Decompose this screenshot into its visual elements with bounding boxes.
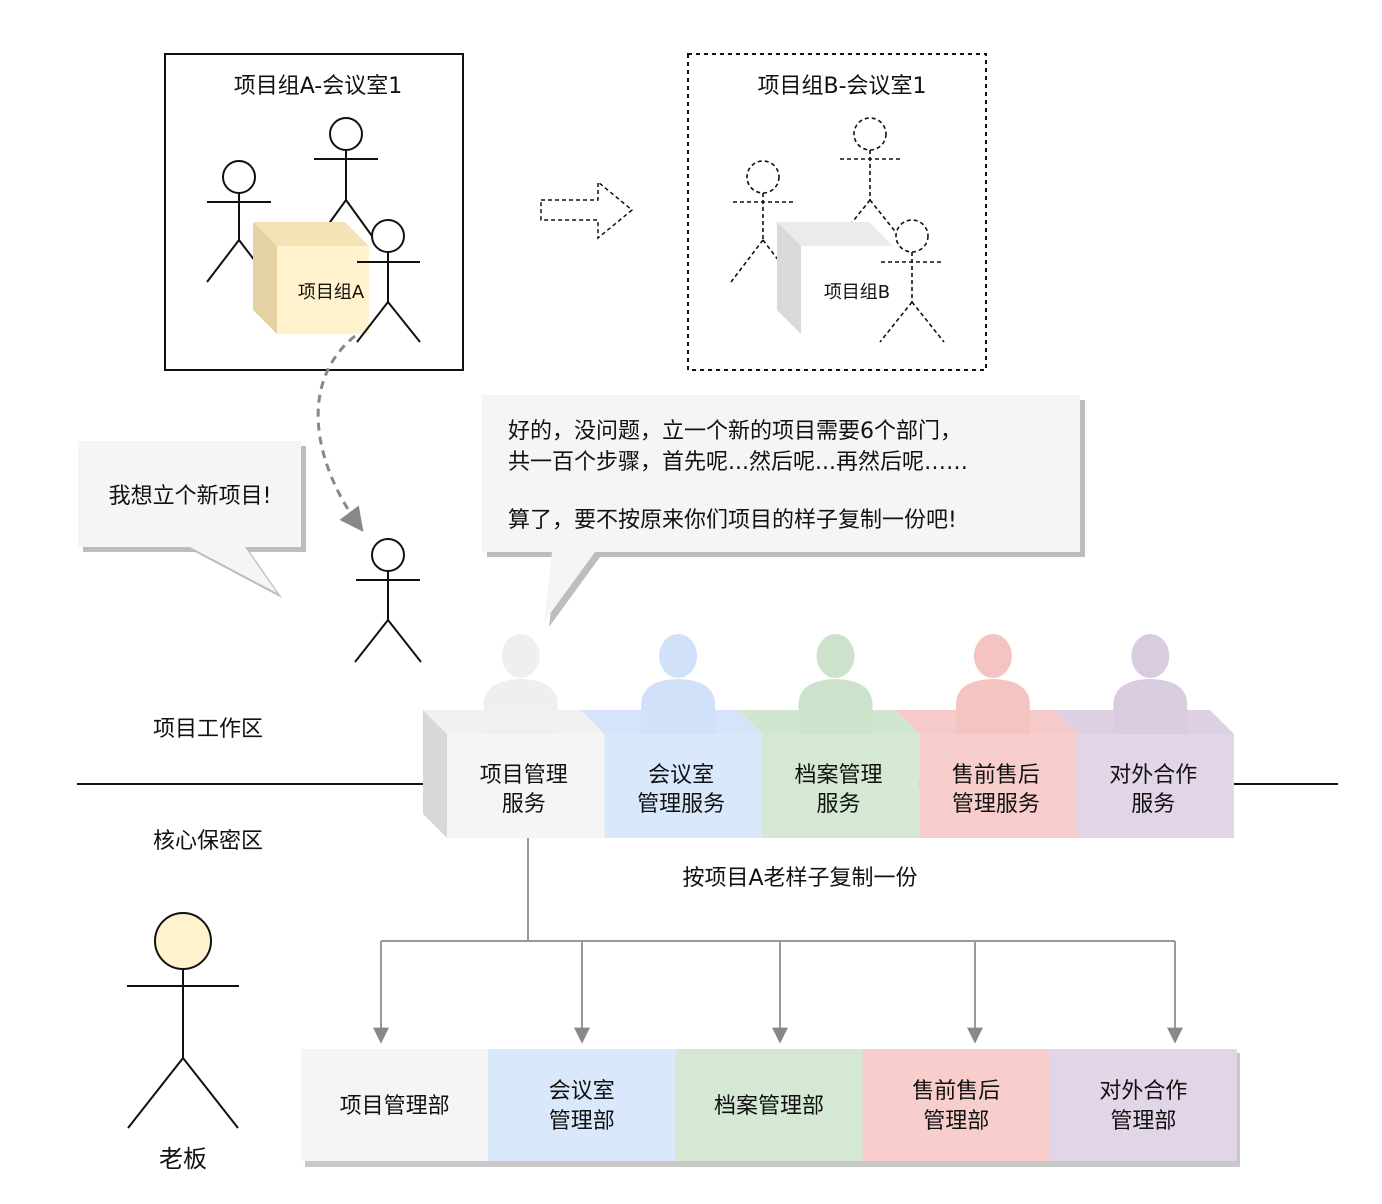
service-label-line1: 售前售后	[952, 763, 1040, 788]
department-fill	[488, 1049, 676, 1161]
room-a-title: 项目组A-会议室1	[234, 74, 403, 99]
department-label-line1: 对外合作	[1099, 1079, 1187, 1104]
boss-label: 老板	[159, 1145, 207, 1173]
counter-front	[604, 734, 762, 838]
department-label: 档案管理部	[714, 1094, 824, 1119]
service-label-line2: 管理服务	[952, 792, 1040, 817]
bubble-right-line2: 共一百个步骤，首先呢...然后呢...再然后呢……	[508, 450, 968, 475]
counter-top	[737, 710, 920, 734]
project-b-cube-label: 项目组B	[824, 282, 890, 303]
project-a-cube-label: 项目组A	[298, 282, 365, 303]
service-label-line2: 服务	[502, 792, 546, 817]
room-a-frame	[164, 53, 464, 371]
counter-top	[1052, 710, 1234, 734]
service-label-line2: 管理服务	[637, 792, 725, 817]
person-icon	[879, 219, 945, 343]
service-label-line1: 项目管理	[480, 763, 568, 788]
department-box: 项目管理部	[301, 1049, 489, 1161]
room-a: 项目组A-会议室1 项目组A	[164, 53, 464, 371]
person-icon	[837, 117, 903, 241]
copy-label: 按项目A老样子复制一份	[682, 866, 917, 891]
service-label-line1: 会议室	[648, 763, 714, 788]
bubble-left-text: 我想立个新项目!	[109, 484, 272, 509]
staff-head	[501, 634, 540, 678]
service-label-line1: 对外合作	[1109, 763, 1197, 788]
department-label-line2: 管理部	[923, 1109, 989, 1134]
zone-secure-label: 核心保密区	[153, 829, 263, 854]
counter-top	[580, 710, 762, 734]
department-fill	[1049, 1049, 1237, 1161]
project-a-cube: 项目组A	[253, 222, 369, 334]
department-label-line1: 售前售后	[912, 1079, 1000, 1104]
counter-top	[895, 710, 1077, 734]
boss-figure: 老板	[127, 912, 239, 1173]
department-box: 档案管理部	[675, 1049, 863, 1161]
person-icon	[206, 160, 272, 283]
service-label-line2: 服务	[816, 792, 860, 817]
person-icon	[356, 219, 421, 343]
counter-front	[447, 734, 605, 838]
person-icon	[314, 117, 378, 237]
bubble-right-line1: 好的，没问题，立一个新的项目需要6个部门，	[508, 419, 962, 444]
counter-top	[423, 710, 605, 734]
room-b-title: 项目组B-会议室1	[757, 74, 926, 99]
zone-work-label: 项目工作区	[153, 717, 263, 742]
project-b-cube: 项目组B	[777, 222, 893, 334]
counter-side	[423, 710, 447, 838]
staff-head	[659, 634, 698, 678]
service-label-line2: 服务	[1131, 792, 1175, 817]
counter-front	[761, 734, 920, 838]
staff-head	[973, 634, 1012, 678]
department-label-line1: 会议室	[549, 1079, 615, 1104]
department-fill	[675, 1049, 863, 1161]
department-fill	[862, 1049, 1050, 1161]
department-fill	[301, 1049, 489, 1161]
department-label: 项目管理部	[340, 1094, 450, 1119]
counter-front	[1076, 734, 1234, 838]
bubble-right-line3: 算了，要不按原来你们项目的样子复制一份吧!	[508, 508, 957, 533]
staff-head	[816, 634, 855, 678]
curved-arrow-icon	[316, 334, 364, 532]
bubble-left: 我想立个新项目!	[78, 441, 306, 598]
staff-head	[1131, 634, 1170, 678]
service-label-line1: 档案管理	[794, 763, 882, 788]
room-b-frame	[687, 53, 987, 371]
counter-front	[919, 734, 1077, 838]
boss-head	[154, 912, 212, 970]
person-icon	[354, 538, 422, 663]
bubble-right: 好的，没问题，立一个新的项目需要6个部门， 共一百个步骤，首先呢...然后呢..…	[482, 395, 1085, 627]
department-label-line2: 管理部	[549, 1109, 615, 1134]
department-label-line2: 管理部	[1110, 1109, 1176, 1134]
copy-connectors	[373, 838, 1183, 1044]
room-b: 项目组B-会议室1 项目组B	[687, 53, 987, 371]
copy-arrow-icon	[540, 180, 634, 240]
